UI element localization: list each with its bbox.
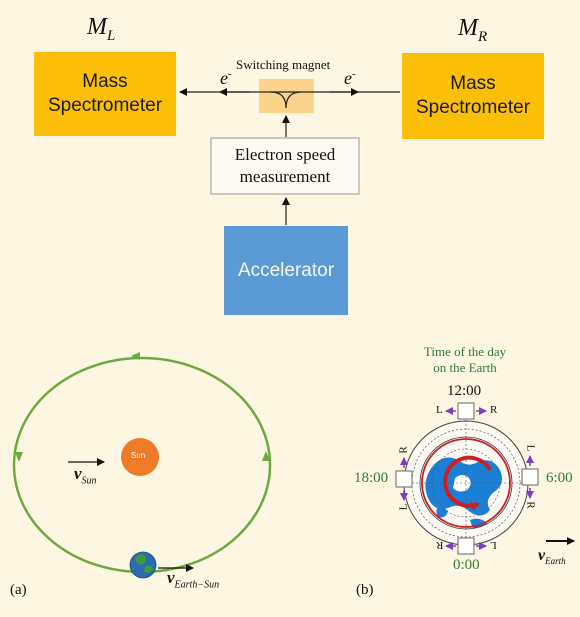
label-18-L: L: [397, 503, 410, 511]
orbit-arrow-left: [15, 452, 23, 462]
accelerator-text: Accelerator: [237, 259, 335, 281]
accelerator-box: [224, 226, 348, 315]
switching-magnet-label: Switching magnet: [236, 57, 331, 72]
time-6: 6:00: [546, 470, 573, 486]
label-0-L: L: [490, 539, 497, 551]
panel-a-tag: (a): [10, 582, 27, 598]
rotation-arrow: [443, 455, 492, 511]
label-6-R: R: [524, 501, 537, 509]
electron-right-label: e-: [344, 68, 356, 88]
time-18: 18:00: [354, 470, 389, 486]
label-12-L: L: [436, 404, 443, 416]
spectrometer-18: [395, 470, 413, 488]
label-18-R: R: [397, 446, 410, 454]
panel-b-tag: (b): [356, 582, 374, 598]
electron-left-label: e-: [220, 68, 232, 88]
v-sun-label: vSun: [74, 464, 97, 487]
left-mass-label: ML: [87, 14, 116, 44]
sun-label: Sun: [131, 451, 146, 460]
v-earth-label: vEarth: [538, 547, 566, 567]
label-0-R: R: [436, 539, 444, 551]
magnet-split-path: [270, 91, 302, 109]
label-6-L: L: [524, 444, 537, 452]
sun-icon: [121, 438, 159, 476]
time-12: 12:00: [447, 383, 482, 399]
right-mass-label: MR: [458, 15, 488, 45]
earth-globe-icon: [129, 551, 157, 579]
spectrometer-0: [457, 537, 475, 555]
label-12-R: R: [490, 404, 498, 416]
speed-measurement-box: [210, 137, 360, 195]
spectrometer-12: [457, 402, 475, 420]
spectrometer-6: [521, 468, 539, 486]
orbit-arrow-right: [262, 451, 270, 461]
v-earth-sun-label: vEarth−Sun: [167, 568, 220, 591]
orbit-arrow-top: [131, 352, 140, 360]
time-0: 0:00: [453, 557, 480, 573]
